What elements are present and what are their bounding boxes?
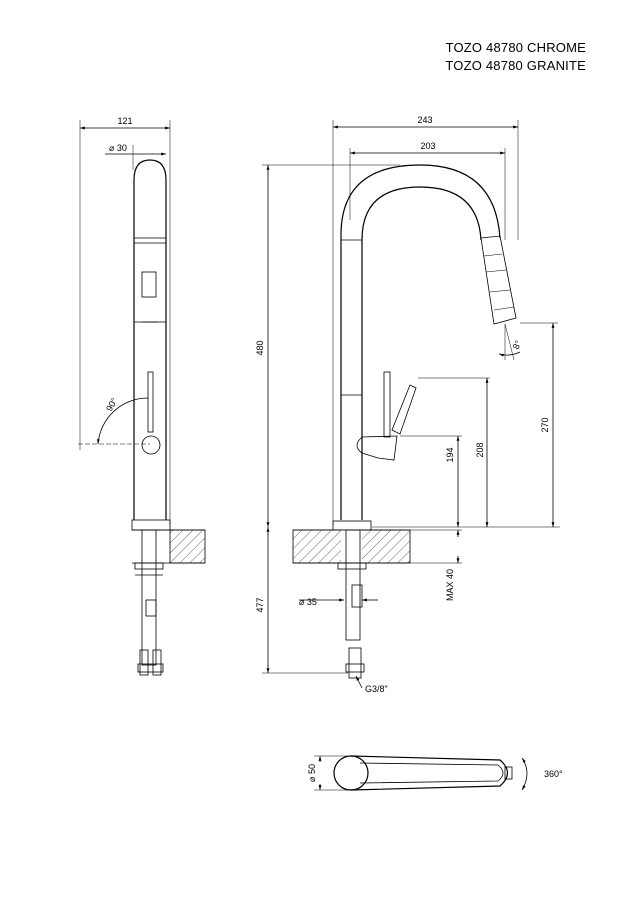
max-deck-label: MAX 40 [445,569,455,601]
connection-label: G3/8" [365,684,388,694]
rotation-label: 360° [544,769,563,779]
below-deck-label: 477 [255,597,265,612]
front-spout-body [133,159,167,520]
spray-angle-label: 8° [511,338,524,350]
height-label: 480 [255,340,265,355]
product-title-chrome: TOZO 48780 CHROME [445,40,586,55]
spout-height-label: 270 [540,417,550,432]
top-spout-outline [350,755,509,791]
side-spout-outer [340,164,501,520]
product-title-granite: TOZO 48780 GRANITE [445,58,586,73]
front-view: 121 ⌀ 30 90° [78,116,206,676]
rotation-arrow [521,757,528,791]
swivel-angle-label: 90° [104,396,120,413]
body-height-label: 194 [445,447,455,462]
hole-diameter-label: ⌀ 35 [299,597,317,607]
side-width-label: 243 [417,115,432,125]
front-counter-section [169,529,206,564]
side-spray-head [480,235,517,325]
side-lever-stem [383,371,391,438]
top-view: ⌀ 50 360° [307,755,563,791]
side-view: 243 203 480 8° 270 [255,115,560,694]
top-base-circle [333,755,369,791]
front-width-label: 121 [117,116,132,126]
front-spray-button [141,271,157,298]
base-diameter-label: ⌀ 50 [307,764,317,782]
reach-label: 203 [420,141,435,151]
side-lever-body [356,435,398,461]
lever-height-label: 208 [475,442,485,457]
front-lever [147,371,154,433]
spout-diameter-label: ⌀ 30 [109,143,127,153]
side-spout-inner [361,186,482,520]
